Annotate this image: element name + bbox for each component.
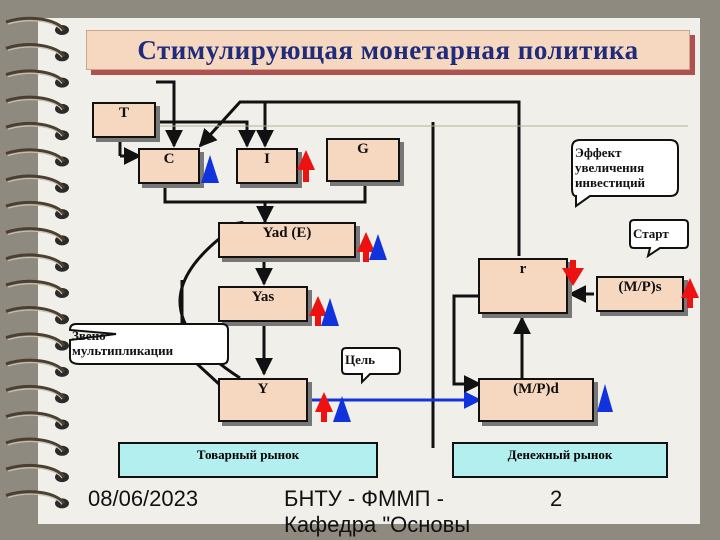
binding-ring [5,306,69,325]
goods-market-box: Товарный рынок [118,442,378,478]
money-market-box: Денежный рынок [452,442,668,478]
node-MPd-label: (M/P)d [513,381,559,397]
node-Yas-label: Yas [251,289,275,305]
edge-r-MPd [452,294,482,393]
binding-ring [5,227,69,246]
callout-goal: Цель [345,352,376,367]
binding-ring [5,332,69,351]
blue-up-arrow-Y [333,396,351,422]
binding-ring [5,95,69,114]
red-up-arrow-Yas [309,296,327,326]
node-Yad: Yad (E) [218,222,356,258]
binding-ring [5,279,69,298]
arrows-r [562,260,584,286]
arrows-C [201,155,219,183]
arrows-MPd [597,384,613,412]
node-Y: Y [218,378,308,422]
arrows-Y [315,392,351,422]
binding-ring [5,121,69,141]
red-down-arrow-r [562,260,584,286]
callout-start: Старт [633,226,669,241]
node-T-label: T [118,105,129,121]
node-MPs: (M/P)s [596,276,684,312]
binding-ring [5,148,69,167]
binding-ring [5,490,69,509]
footer-date: 08/06/2023 [88,486,199,511]
edge-r-C [198,100,265,148]
arrows-Yad [357,232,387,262]
binding-ring [5,437,69,456]
slide-title: Стимулирующая монетарная политика [137,34,639,65]
node-T: T [92,102,156,138]
node-MPs-label: (M/P)s [618,279,662,295]
node-Y-label: Y [257,381,269,397]
node-G: G [326,138,400,182]
binding-ring [5,253,69,272]
blue-up-arrow-C [201,155,219,183]
footer-source: БНТУ - ФММП - Кафедра "Основы [284,486,471,537]
red-up-arrow-Y [315,392,333,422]
edge-T-I [156,120,256,148]
goods-market-label: Товарный рынок [196,447,300,462]
red-up-arrow-Yad [357,232,375,262]
node-r-label: r [519,261,527,277]
binding-ring [5,463,69,483]
arrows-MPs [681,278,699,308]
node-C: C [138,148,200,184]
red-up-arrow-I [297,150,315,182]
edge-r-C-I [256,100,521,256]
callout-multiplier: Звено мультипликации [72,328,174,358]
binding-ring [5,69,69,88]
node-I: I [236,148,298,184]
binding-ring [5,43,69,62]
arrows-Yas [309,296,339,326]
title-box: Стимулирующая монетарная политика [86,30,690,70]
edge-T-C [156,80,183,148]
binding-ring [5,200,69,220]
binding-ring [5,384,69,404]
binding-ring [5,358,69,377]
blue-up-arrow-Yas [321,298,339,326]
node-Yad-label: Yad (E) [262,225,312,241]
node-MPd: (M/P)d [478,378,594,422]
money-market-label: Денежный рынок [507,447,613,462]
red-up-arrow-MPs [681,278,699,308]
binding-ring [5,16,69,35]
arrows-I [297,150,315,182]
node-Yas: Yas [218,286,308,322]
blue-up-arrow-MPd [597,384,613,412]
blue-up-arrow-Yad [369,234,387,260]
footer-page-number: 2 [550,486,563,511]
callout-investment-effect: Эффект увеличения инвестиций [575,145,646,190]
binding-ring [5,174,69,193]
binding-ring [5,411,69,430]
node-C-label: C [163,151,175,167]
node-r: r [478,258,568,314]
node-I-label: I [264,151,270,167]
node-G-label: G [357,141,369,157]
